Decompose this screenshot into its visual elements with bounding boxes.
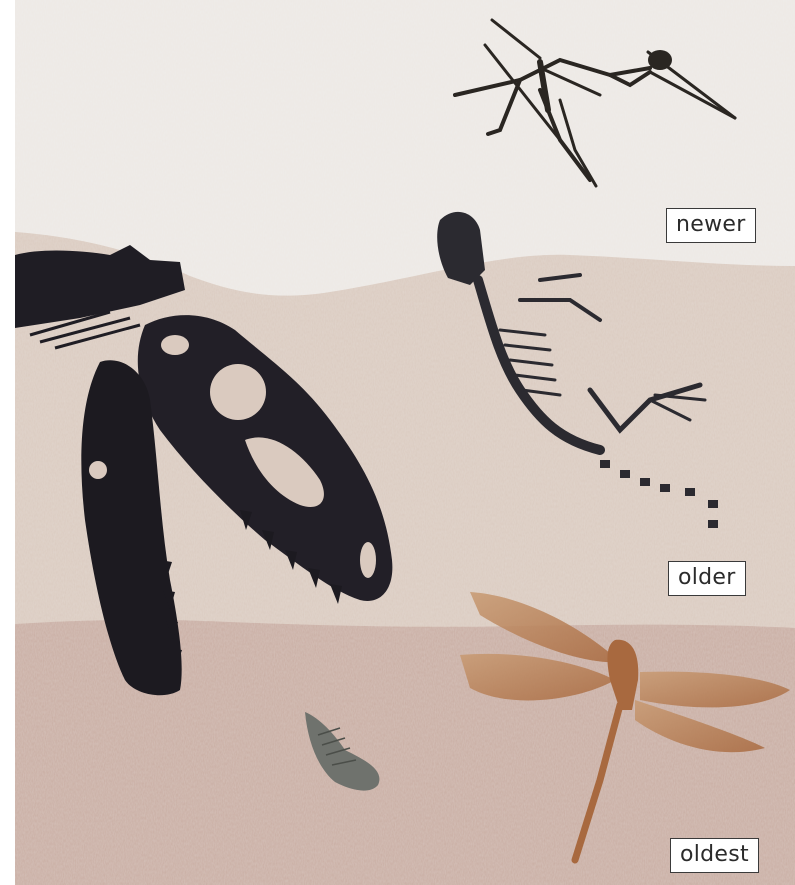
label-oldest: oldest [670, 838, 759, 873]
label-older: older [668, 561, 746, 596]
label-newer: newer [666, 208, 756, 243]
